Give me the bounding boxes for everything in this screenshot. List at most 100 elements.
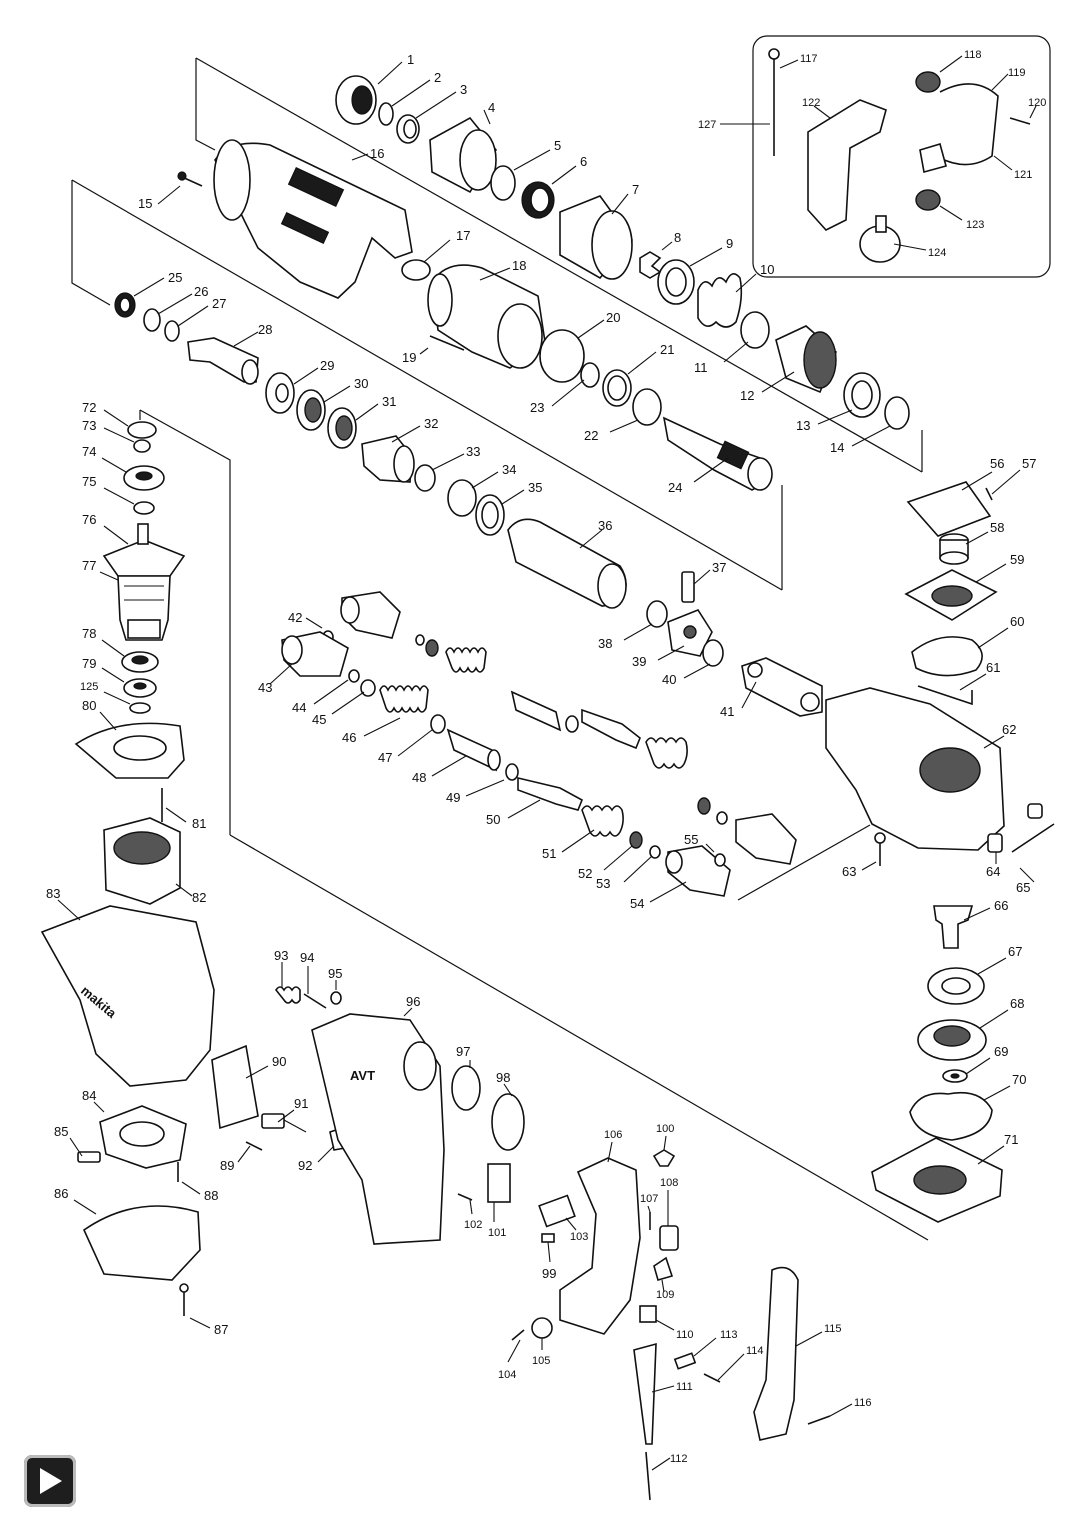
callout-30: 30 <box>354 376 368 391</box>
part-37-pin <box>681 571 695 603</box>
callout-71: 71 <box>1004 1132 1018 1147</box>
part-16-front-housing <box>213 139 413 299</box>
callout-94: 94 <box>300 950 314 965</box>
part-82-field <box>103 817 181 905</box>
callout-62: 62 <box>1002 722 1016 737</box>
part-116-screw <box>807 1415 831 1425</box>
part-113-clamp <box>673 1352 697 1370</box>
model-logo: AVT <box>350 1068 375 1083</box>
callout-41: 41 <box>720 704 734 719</box>
callout-98: 98 <box>496 1070 510 1085</box>
part-74-bearing <box>123 465 165 491</box>
callout-90: 90 <box>272 1054 286 1069</box>
part-8-clip <box>639 251 662 279</box>
callout-115: 115 <box>824 1323 842 1335</box>
part-123-nut <box>915 189 941 211</box>
callout-83: 83 <box>46 886 60 901</box>
part-114-screw <box>703 1373 721 1383</box>
callout-2: 2 <box>434 70 441 85</box>
part-89-screw <box>245 1141 263 1151</box>
part-34-ring <box>447 479 477 517</box>
part-66-spindle <box>933 905 974 949</box>
part-110-connector <box>639 1305 657 1323</box>
part-79-bearing <box>123 678 157 698</box>
part-59-cap <box>904 569 998 621</box>
part-106-handle-half <box>559 1157 641 1335</box>
part-97-rubber <box>451 1065 481 1111</box>
callout-1: 1 <box>407 52 414 67</box>
part-47-ring <box>430 714 446 734</box>
callout-40: 40 <box>662 672 676 687</box>
part-4-sleeve <box>429 116 497 194</box>
part-108-switch <box>659 1225 679 1251</box>
callout-119: 119 <box>1008 67 1026 79</box>
callout-118: 118 <box>964 49 982 61</box>
callout-26: 26 <box>194 284 208 299</box>
callout-88: 88 <box>204 1188 218 1203</box>
callout-99: 99 <box>542 1266 556 1281</box>
callout-8: 8 <box>674 230 681 245</box>
part-19-screw <box>429 335 465 351</box>
callout-9: 9 <box>726 236 733 251</box>
part-76-fan <box>102 523 186 577</box>
part-95-washer <box>330 991 342 1005</box>
callout-105: 105 <box>532 1355 550 1367</box>
callout-38: 38 <box>598 636 612 651</box>
callout-13: 13 <box>796 418 810 433</box>
callout-106: 106 <box>604 1129 622 1141</box>
callout-34: 34 <box>502 462 516 477</box>
part-26-ring <box>143 308 161 332</box>
callout-80: 80 <box>82 698 96 713</box>
callout-28: 28 <box>258 322 272 337</box>
callout-46: 46 <box>342 730 356 745</box>
part-30-gear <box>296 389 326 431</box>
part-41-connecting-rod <box>741 657 823 717</box>
part-75-washer <box>133 501 155 515</box>
callout-45: 45 <box>312 712 326 727</box>
callout-100: 100 <box>656 1123 674 1135</box>
callout-95: 95 <box>328 966 342 981</box>
part-38-ring <box>646 600 668 628</box>
callout-labels: 1 2 3 4 5 6 7 8 9 10 11 12 13 14 15 16 1… <box>46 49 1046 1465</box>
callout-35: 35 <box>528 480 542 495</box>
callout-82: 82 <box>192 890 206 905</box>
callout-22: 22 <box>584 428 598 443</box>
callout-47: 47 <box>378 750 392 765</box>
callout-52: 52 <box>578 866 592 881</box>
leader-lines <box>57 55 1037 1471</box>
part-67-bearing <box>927 967 985 1005</box>
part-109-lever <box>653 1256 674 1281</box>
part-5-ring <box>490 165 516 201</box>
callout-89: 89 <box>220 1158 234 1173</box>
callout-11: 11 <box>694 360 708 375</box>
part-105-nut <box>531 1317 553 1339</box>
callout-23: 23 <box>530 400 544 415</box>
part-2-ring <box>378 102 394 126</box>
part-125-washer <box>129 702 151 714</box>
part-84-brush-holder <box>99 1105 187 1169</box>
part-55-oring <box>714 853 726 867</box>
part-52-washer <box>629 831 643 849</box>
part-58-plug <box>939 533 969 565</box>
callout-109: 109 <box>656 1289 674 1301</box>
play-button[interactable] <box>24 1455 76 1507</box>
callout-77: 77 <box>82 558 96 573</box>
callout-121: 121 <box>1014 169 1032 181</box>
callout-15: 15 <box>138 196 152 211</box>
part-73-ring <box>133 439 151 453</box>
part-35-gear <box>475 494 505 536</box>
part-63-screw <box>874 832 886 866</box>
part-111-cord-guard <box>633 1342 657 1445</box>
callout-123: 123 <box>966 219 984 231</box>
part-24-tool-holder <box>662 416 773 491</box>
callout-92: 92 <box>298 1158 312 1173</box>
callout-33: 33 <box>466 444 480 459</box>
callout-72: 72 <box>82 400 96 415</box>
part-104-screw <box>511 1329 525 1341</box>
part-56-piston-row-2 <box>415 634 797 865</box>
part-93-spring <box>275 986 301 1004</box>
callout-51: 51 <box>542 846 556 861</box>
part-44-ring <box>348 669 360 683</box>
part-80-baffle <box>74 722 185 779</box>
part-72-bearing-cap <box>127 421 157 439</box>
